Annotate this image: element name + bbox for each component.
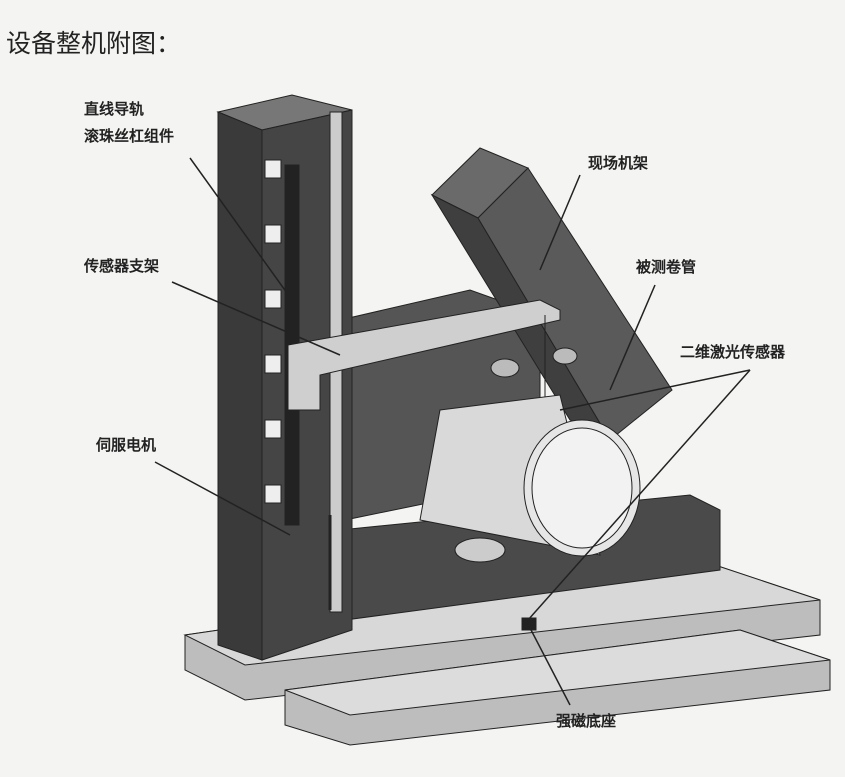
- page-title: 设备整机附图：: [6, 29, 182, 58]
- field-frame-front: [477, 167, 673, 441]
- label-sensor-bracket: 传感器支架: [84, 257, 160, 275]
- label-ball-screw: 滚珠丝杠组件: [84, 127, 175, 145]
- label-magnetic-base: 强磁底座: [556, 712, 617, 730]
- label-measured-pipe: 被测卷管: [636, 258, 697, 276]
- label-servo-motor: 伺服电机: [96, 436, 157, 454]
- label-field-frame: 现场机架: [588, 154, 649, 172]
- base-slab-front-top: [284, 629, 831, 716]
- sensor-bracket: [287, 299, 561, 411]
- column-front: [217, 111, 263, 661]
- label-linear-guide: 直线导轨: [84, 100, 145, 118]
- label-laser-sensor: 二维激光传感器: [680, 343, 786, 361]
